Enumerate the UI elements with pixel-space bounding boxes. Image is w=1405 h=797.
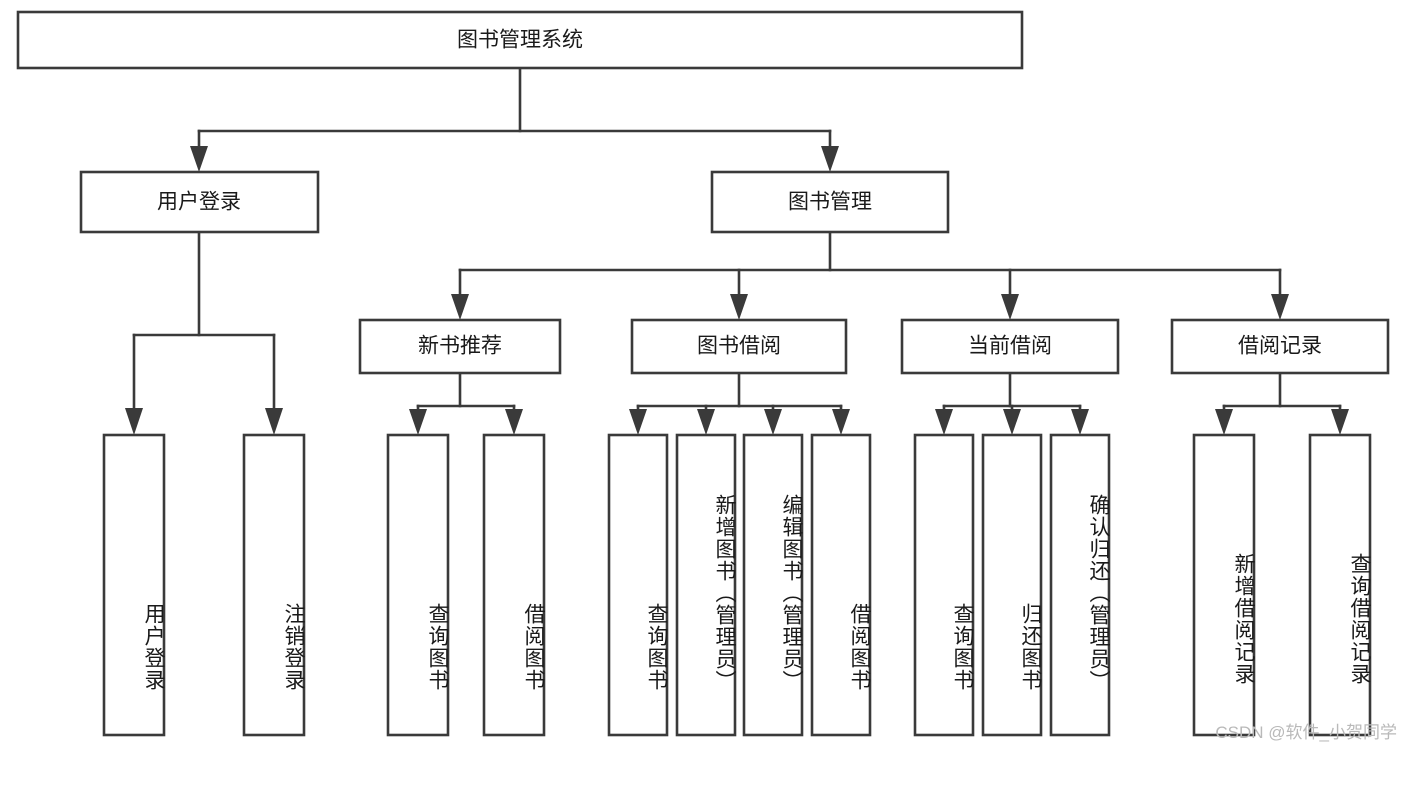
connectors-layer bbox=[125, 66, 1349, 435]
node-new-book-recommend-box[interactable] bbox=[358, 318, 562, 375]
node-root-label: 图书管理系统 bbox=[457, 29, 583, 52]
node-borrow-record-box[interactable] bbox=[1170, 318, 1390, 375]
arrowhead-user-login bbox=[190, 146, 208, 172]
node-leaf-add-record-box[interactable] bbox=[1192, 433, 1256, 737]
node-book-manage-label: 图书管理 bbox=[788, 191, 872, 214]
node-book-borrow-box[interactable] bbox=[630, 318, 848, 375]
arrowhead-leaf-confirm-return bbox=[1071, 409, 1089, 435]
node-root-box[interactable] bbox=[16, 10, 1024, 70]
node-leaf-borrow-book-1-box[interactable] bbox=[482, 433, 546, 737]
arrowhead-leaf-borrow-book-1 bbox=[505, 409, 523, 435]
tree-diagram-svg: 图书管理系统 用户登录 图书管理 新书推荐 图书借阅 当前 bbox=[16, 10, 1390, 737]
node-book-manage[interactable]: 图书管理 bbox=[710, 170, 950, 234]
node-current-borrow-label: 当前借阅 bbox=[968, 335, 1052, 358]
node-borrow-record-label: 借阅记录 bbox=[1238, 335, 1322, 358]
arrowhead-leaf-add-book bbox=[697, 409, 715, 435]
node-leaf-query-record-box[interactable] bbox=[1308, 433, 1372, 737]
node-new-book-recommend-label: 新书推荐 bbox=[418, 335, 502, 358]
arrowhead-leaf-edit-book bbox=[764, 409, 782, 435]
arrowhead-leaf-query-book-3 bbox=[935, 409, 953, 435]
node-user-login-label: 用户登录 bbox=[157, 191, 241, 214]
node-root[interactable]: 图书管理系统 bbox=[16, 10, 1024, 70]
node-leaf-add-book-box[interactable] bbox=[675, 433, 737, 737]
node-current-borrow[interactable]: 当前借阅 bbox=[900, 318, 1120, 375]
diagram-canvas-root: 图书管理系统 用户登录 图书管理 新书推荐 图书借阅 当前 bbox=[16, 10, 1397, 742]
node-book-borrow-label: 图书借阅 bbox=[697, 335, 781, 358]
node-user-login[interactable]: 用户登录 bbox=[79, 170, 320, 234]
node-leaf-query-book-3-box[interactable] bbox=[913, 433, 975, 737]
arrowhead-leaf-query-book-1 bbox=[409, 409, 427, 435]
node-book-manage-box[interactable] bbox=[710, 170, 950, 234]
node-leaf-confirm-return-box[interactable] bbox=[1049, 433, 1111, 737]
node-borrow-record[interactable]: 借阅记录 bbox=[1170, 318, 1390, 375]
arrowhead-leaf-query-record bbox=[1331, 409, 1349, 435]
arrowhead-leaf-user-logout bbox=[265, 408, 283, 435]
arrowhead-leaf-user-login bbox=[125, 408, 143, 435]
node-leaf-user-logout-box[interactable] bbox=[242, 433, 306, 737]
node-leaf-user-login-box[interactable] bbox=[102, 433, 166, 737]
arrowhead-current-borrow bbox=[1001, 294, 1019, 320]
node-leaf-edit-book-box[interactable] bbox=[742, 433, 804, 737]
node-leaf-borrow-book-2-box[interactable] bbox=[810, 433, 872, 737]
arrowhead-book-manage bbox=[821, 146, 839, 172]
csdn-watermark: CSDN @软件_小贺同学 bbox=[1215, 723, 1397, 742]
node-new-book-recommend[interactable]: 新书推荐 bbox=[358, 318, 562, 375]
arrowhead-leaf-borrow-book-2 bbox=[832, 409, 850, 435]
node-leaf-return-book-box[interactable] bbox=[981, 433, 1043, 737]
nodes-layer: 图书管理系统 用户登录 图书管理 新书推荐 图书借阅 当前 bbox=[16, 10, 1390, 737]
node-book-borrow[interactable]: 图书借阅 bbox=[630, 318, 848, 375]
arrowhead-new-book-recommend bbox=[451, 294, 469, 320]
arrowhead-book-borrow bbox=[730, 294, 748, 320]
arrowhead-leaf-return-book bbox=[1003, 409, 1021, 435]
node-leaf-query-book-2-box[interactable] bbox=[607, 433, 669, 737]
arrowhead-borrow-record bbox=[1271, 294, 1289, 320]
node-user-login-box[interactable] bbox=[79, 170, 320, 234]
node-current-borrow-box[interactable] bbox=[900, 318, 1120, 375]
arrowhead-leaf-add-record bbox=[1215, 409, 1233, 435]
node-leaf-query-book-1-box[interactable] bbox=[386, 433, 450, 737]
arrowhead-leaf-query-book-2 bbox=[629, 409, 647, 435]
